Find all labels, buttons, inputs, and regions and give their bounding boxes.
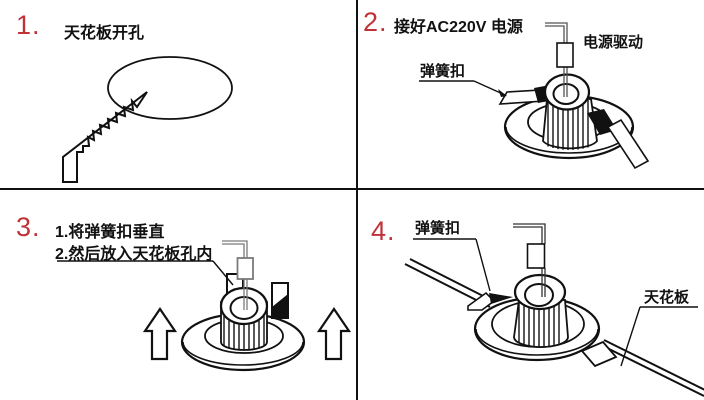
- right-spring-clip: [271, 282, 289, 319]
- spring-clip-leader-line: [419, 80, 506, 96]
- lamp-opening: [552, 83, 580, 105]
- ceiling-cutout-illustration: [62, 56, 233, 183]
- power-driver-box: [556, 42, 574, 68]
- right-spring-clip-blade: [606, 118, 650, 170]
- step-3-number: 3.: [16, 212, 41, 242]
- spring-clip-label: 弹簧扣: [415, 220, 461, 237]
- power-driver-label: 电源驱动: [583, 34, 644, 51]
- step-1-number: 1.: [16, 10, 41, 40]
- step-2-panel: 2. 接好AC220V 电源 弹簧扣 电源驱动: [357, 0, 704, 188]
- ceiling-leader-line: [620, 306, 698, 367]
- instruction-leader-line: [57, 260, 234, 286]
- step-4-panel: 4. 弹簧扣 天花板: [357, 190, 704, 400]
- step-3-instruction-2: 2.然后放入天花板孔内: [55, 246, 213, 263]
- power-wire: [545, 22, 568, 97]
- base-rim-line: [182, 341, 304, 366]
- heatsink-fins: [518, 301, 560, 347]
- step-2-title: 接好AC220V 电源: [394, 19, 523, 36]
- step-4-number: 4.: [371, 216, 396, 246]
- heatsink-fins: [223, 316, 265, 350]
- up-arrow-left: [142, 307, 178, 361]
- insert-downlight-illustration: [57, 240, 352, 372]
- saw-tool: [62, 91, 148, 183]
- power-wire: [513, 223, 546, 297]
- heatsink-fins: [547, 100, 589, 150]
- installed-downlight-illustration: [404, 223, 704, 397]
- spring-clip-leader-line: [413, 238, 491, 292]
- lamp-opening: [524, 283, 554, 307]
- base-rim-line: [475, 328, 599, 356]
- step-1-panel: 1. 天花板开孔: [0, 0, 356, 188]
- ceiling-label: 天花板: [644, 289, 690, 306]
- ceiling-board-right: [598, 339, 704, 397]
- power-driver-box: [236, 257, 254, 280]
- downlight-wiring-illustration: [419, 22, 650, 170]
- up-arrow-right: [316, 307, 352, 361]
- horizontal-divider: [0, 188, 704, 190]
- step-2-number: 2.: [363, 7, 388, 37]
- step-3-panel: 3. 1.将弹簧扣垂直 2.然后放入天花板孔内: [0, 190, 356, 400]
- vertical-divider: [356, 0, 358, 400]
- step-3-instruction-1: 1.将弹簧扣垂直: [55, 224, 165, 241]
- right-spring-clip: [580, 340, 618, 368]
- spring-clip-label: 弹簧扣: [420, 63, 466, 80]
- leader-arrowhead: [498, 89, 507, 97]
- ceiling-hole-ellipse: [107, 56, 233, 120]
- power-driver-box: [526, 243, 546, 269]
- left-spring-clip: [467, 291, 496, 311]
- left-clip-arrow: [489, 293, 513, 304]
- step-1-title: 天花板开孔: [64, 25, 145, 42]
- power-wire: [222, 240, 248, 310]
